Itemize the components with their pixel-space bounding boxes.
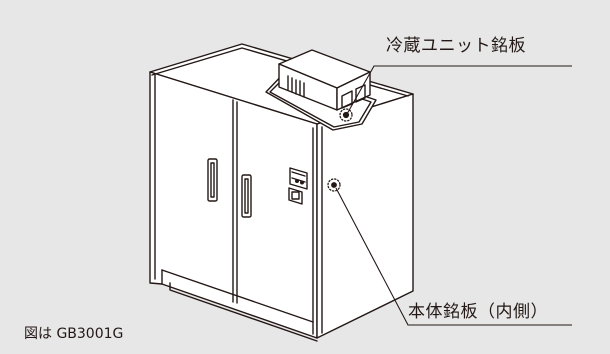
cabinet-side-panel	[316, 93, 414, 339]
figure-caption: 図は GB3001G	[24, 326, 124, 342]
leader-line-body-nameplate	[335, 187, 572, 326]
body-nameplate-marker	[327, 178, 341, 192]
unit-nameplate-marker	[339, 108, 353, 122]
body-nameplate-label: 本体銘板（内側）	[408, 302, 548, 322]
refrigeration-unit-nameplate-label: 冷蔵ユニット銘板	[386, 36, 526, 56]
leader-line-unit-nameplate	[346, 65, 572, 115]
